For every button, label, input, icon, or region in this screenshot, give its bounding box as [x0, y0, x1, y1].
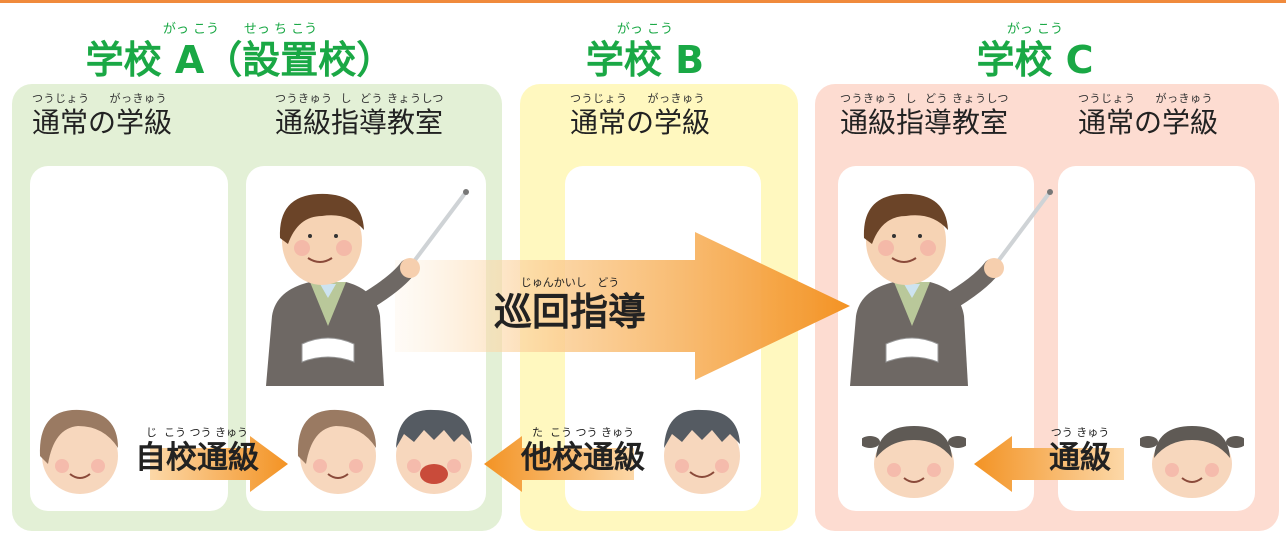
school-a-resource-room-label: つうきゅう し どう きょうしつ 通級指導教室 — [275, 92, 444, 140]
school-c-ruby: がっ こう — [1006, 22, 1064, 37]
tsukyu-ruby: つう きゅう — [1050, 426, 1110, 439]
itinerant-arrow — [395, 232, 850, 380]
student-face-boy-b — [664, 409, 740, 494]
resource-room-ruby: つうきゅう し どう きょうしつ — [840, 92, 1009, 105]
school-b-regular-class-label: つうじょう がっきゅう 通常の学級 — [570, 92, 710, 140]
school-c-regular-class-label: つうじょう がっきゅう 通常の学級 — [1078, 92, 1218, 140]
school-b-name: 学校 B — [585, 38, 705, 82]
top-rule — [0, 0, 1286, 3]
tsukyu-text: 通級 — [1049, 440, 1111, 476]
school-b-title: がっ こう 学校 B — [560, 22, 730, 82]
other-school-label: た こう つう きゅう 他校通級 — [508, 426, 658, 476]
resource-room-name: 通級指導教室 — [275, 106, 444, 139]
student-face-boy-a-resource — [396, 409, 472, 494]
teacher-illustration-a — [266, 189, 469, 386]
resource-room-name: 通級指導教室 — [840, 106, 1009, 139]
regular-class-ruby: つうじょう がっきゅう — [1078, 92, 1213, 105]
school-a-title: がっ こう せっ ち こう 学校 A（設置校） — [60, 22, 420, 82]
own-school-text: 自校通級 — [135, 440, 259, 476]
school-c-name: 学校 C — [976, 38, 1094, 82]
itinerant-text: 巡回指導 — [493, 290, 646, 334]
own-school-label: じ こう つう きゅう 自校通級 — [122, 426, 272, 476]
other-school-ruby: た こう つう きゅう — [532, 426, 634, 439]
student-face-girl-c-resource — [862, 426, 966, 498]
regular-class-name: 通常の学級 — [32, 106, 173, 139]
school-c-title: がっ こう 学校 C — [950, 22, 1120, 82]
tsukyu-label: つう きゅう 通級 — [1030, 426, 1130, 476]
school-a-ruby: がっ こう せっ ち こう — [162, 22, 318, 37]
student-face-girl-a-regular — [39, 409, 119, 494]
school-a-regular-class-label: つうじょう がっきゅう 通常の学級 — [32, 92, 172, 140]
own-school-arrow — [150, 436, 288, 492]
school-b-ruby: がっ こう — [616, 22, 674, 37]
own-school-ruby: じ こう つう きゅう — [146, 426, 248, 439]
tsukyu-arrow — [974, 436, 1124, 492]
resource-room-ruby: つうきゅう し どう きょうしつ — [275, 92, 444, 105]
itinerant-ruby: じゅんかいし どう — [520, 276, 620, 289]
student-face-girl-c-regular — [1140, 426, 1244, 498]
other-school-arrow — [484, 436, 634, 492]
regular-class-name: 通常の学級 — [570, 106, 711, 139]
other-school-text: 他校通級 — [521, 440, 645, 476]
school-a-name: 学校 A（設置校） — [85, 38, 395, 82]
regular-class-ruby: つうじょう がっきゅう — [32, 92, 167, 105]
school-c-resource-room-label: つうきゅう し どう きょうしつ 通級指導教室 — [840, 92, 1009, 140]
regular-class-name: 通常の学級 — [1078, 106, 1219, 139]
itinerant-label: じゅんかいし どう 巡回指導 — [470, 276, 670, 334]
teacher-illustration-c — [850, 189, 1053, 386]
student-face-girl-a-resource — [297, 409, 376, 494]
regular-class-ruby: つうじょう がっきゅう — [570, 92, 705, 105]
